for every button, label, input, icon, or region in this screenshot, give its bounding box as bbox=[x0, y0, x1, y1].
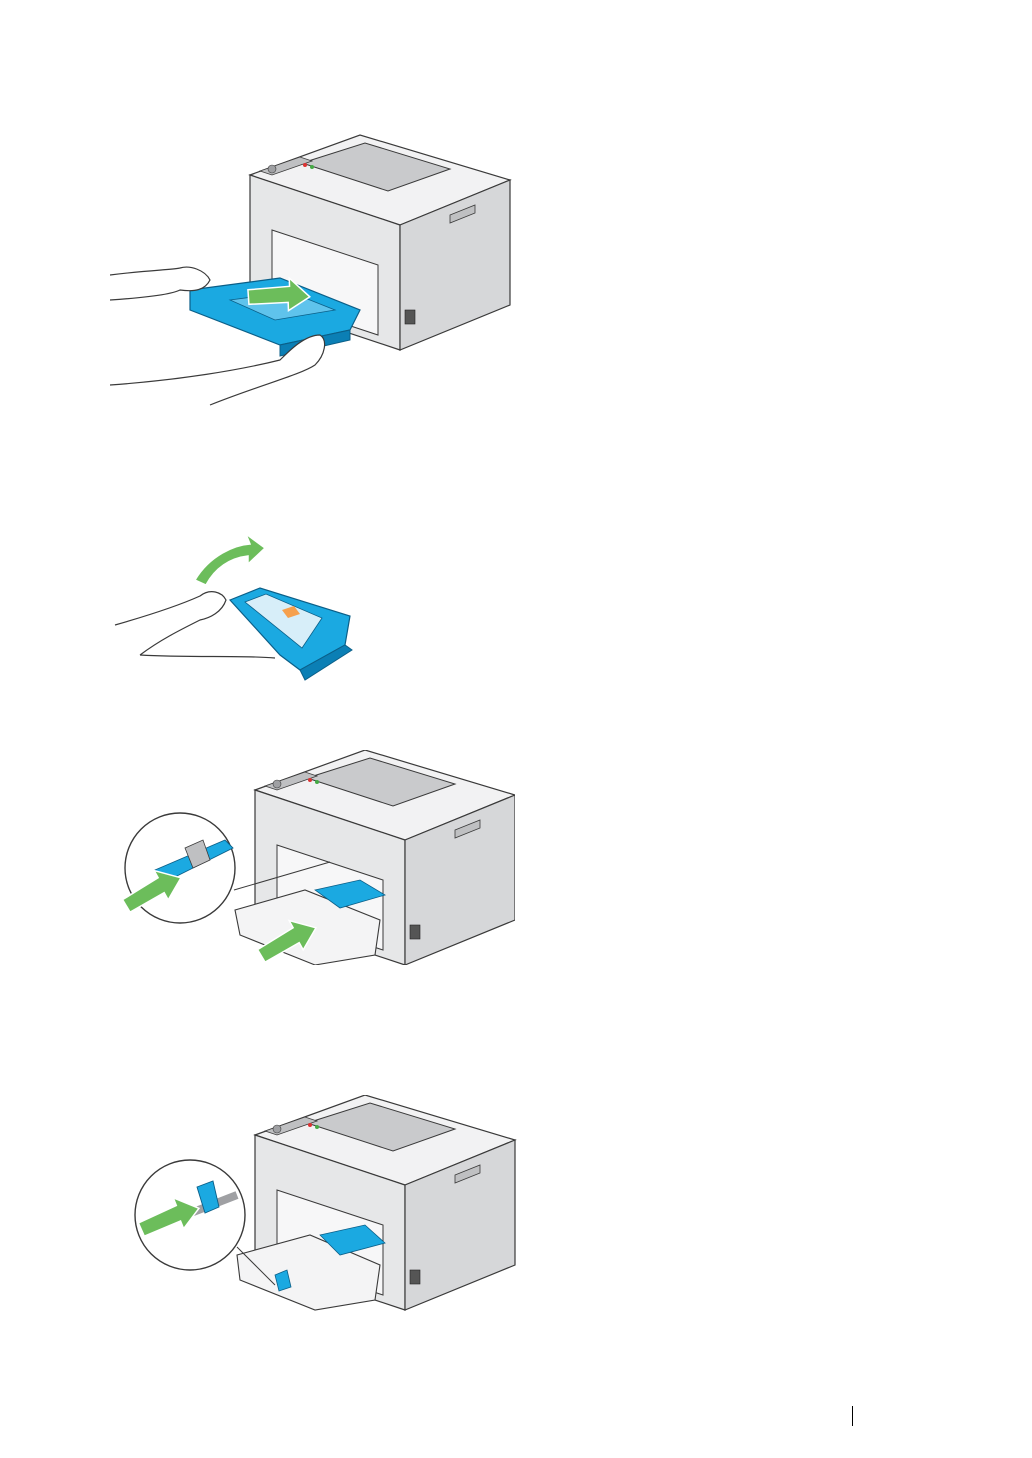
slide-width-guide-illustration bbox=[125, 1095, 520, 1315]
footer-divider bbox=[852, 1406, 853, 1426]
rotate-arrow-icon bbox=[195, 534, 265, 585]
turn-over-tray-illustration bbox=[110, 530, 370, 690]
remove-tray-illustration bbox=[110, 130, 520, 410]
extend-length-guide-illustration bbox=[115, 750, 515, 965]
